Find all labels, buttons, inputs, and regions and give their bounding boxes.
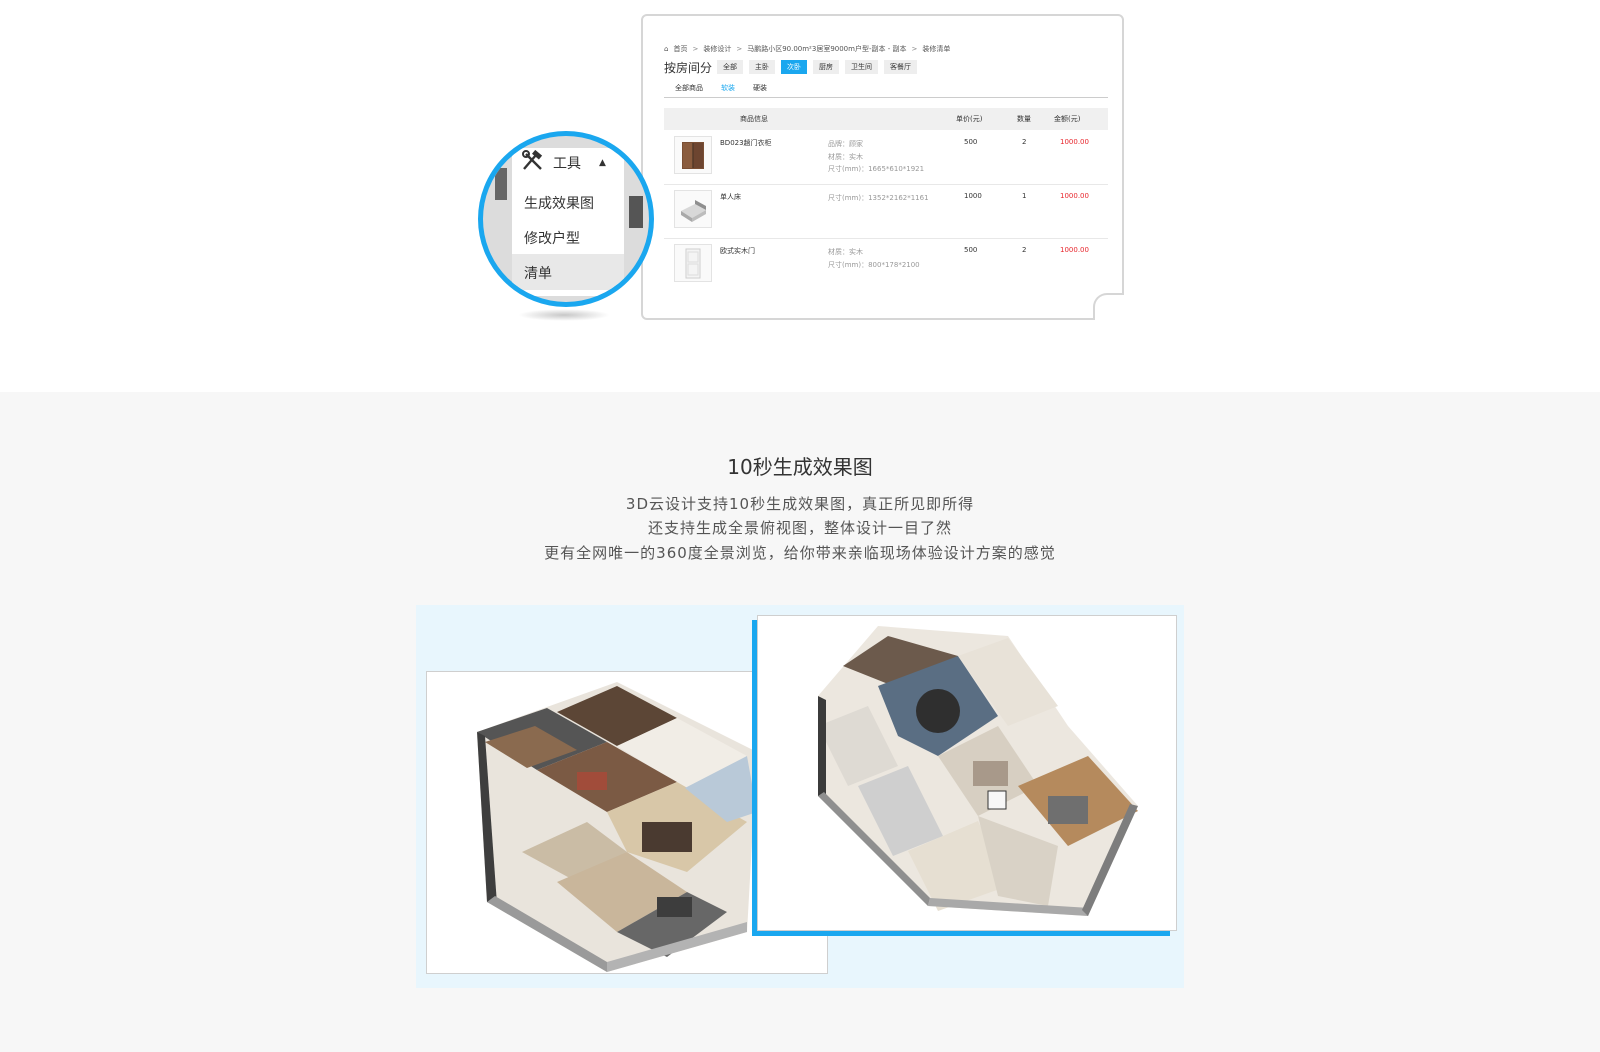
quantity: 2 [1022, 138, 1027, 146]
table-header: 商品信息 单价(元) 数量 金额(元) [664, 108, 1108, 130]
tab-all-products[interactable]: 全部商品 [675, 84, 703, 92]
table-row: 欧式实木门 材质：实木 尺寸(mm)：800*178*2100 500 2 10… [664, 238, 1108, 292]
menu-item-edit-floorplan[interactable]: 修改户型 [524, 231, 580, 247]
spec-line: 尺寸(mm)：800*178*2100 [828, 260, 920, 269]
column-header-qty: 数量 [1017, 115, 1031, 123]
tab-soft-furnishing[interactable]: 软装 [721, 83, 735, 98]
menu-item-generate-render[interactable]: 生成效果图 [524, 196, 594, 212]
breadcrumb-separator: > [736, 45, 743, 53]
tools-menu-header[interactable]: 工具 ▲ [521, 149, 606, 176]
floor-plan-render-left [426, 671, 828, 974]
room-tab-bathroom[interactable]: 卫生间 [845, 60, 878, 74]
room-tab-living-dining[interactable]: 客餐厅 [884, 60, 917, 74]
breadcrumb-separator: > [911, 45, 918, 53]
unit-price: 1000 [964, 192, 982, 200]
amount: 1000.00 [1060, 138, 1089, 146]
spec-line: 尺寸(mm)：1352*2162*1161 [828, 194, 929, 202]
product-name: BD023趟门衣柜 [720, 139, 772, 147]
quantity: 2 [1022, 246, 1027, 254]
spec-line: 品牌：顾家 [828, 140, 863, 148]
spec-line: 尺寸(mm)：1665*610*1921 [828, 165, 925, 173]
section-description-line: 更有全网唯一的360度全景浏览，给你带来亲临现场体验设计方案的感觉 [544, 544, 1056, 562]
tools-label: 工具 [553, 156, 581, 172]
breadcrumb-item[interactable]: 装修设计 [703, 45, 732, 53]
tools-icon [521, 149, 545, 176]
floor-plan-render-right [757, 615, 1177, 931]
magnifier-shadow [518, 309, 610, 321]
door-thumbnail [674, 244, 712, 282]
spec-line: 材质：实木 [828, 152, 863, 161]
inventory-screenshot-card: ⌂ 首页 > 装修设计 > 马鹏路小区90.00m²3居室9000m户型-副本 … [641, 14, 1124, 320]
background-toolbar-fragment [495, 168, 507, 200]
section-heading: 10秒生成效果图 [727, 455, 873, 479]
tab-hard-furnishing[interactable]: 硬装 [753, 84, 767, 92]
product-specs: 尺寸(mm)：1352*2162*1161 [828, 192, 929, 205]
home-icon: ⌂ [664, 45, 669, 53]
background-toolbar-fragment [629, 196, 643, 228]
room-tab-second-bedroom[interactable]: 次卧 [781, 60, 807, 74]
breadcrumb-item[interactable]: 马鹏路小区90.00m²3居室9000m户型-副本 - 副本 [747, 45, 907, 53]
caret-up-icon: ▲ [599, 158, 606, 168]
table-row: BD023趟门衣柜 品牌：顾家 材质：实木 尺寸(mm)：1665*610*19… [664, 130, 1108, 185]
wardrobe-thumbnail [674, 136, 712, 174]
divider [664, 97, 1108, 98]
room-tabs: 全部 主卧 次卧 厨房 卫生间 客餐厅 [717, 60, 917, 74]
unit-price: 500 [964, 138, 978, 146]
column-header-amount: 金额(元) [1054, 115, 1081, 123]
magnifier-circle: 工具 ▲ 生成效果图 修改户型 清单 [478, 131, 654, 307]
product-name: 单人床 [720, 193, 741, 201]
column-header-price: 单价(元) [956, 115, 983, 123]
quantity: 1 [1022, 192, 1027, 200]
menu-item-highlight [512, 254, 624, 290]
amount: 1000.00 [1060, 192, 1089, 200]
breadcrumb-item[interactable]: 首页 [673, 45, 688, 53]
room-tab-all[interactable]: 全部 [717, 60, 743, 74]
product-type-tabs: 全部商品 软装 硬装 [675, 83, 767, 98]
product-specs: 品牌：顾家 材质：实木 尺寸(mm)：1665*610*1921 [828, 138, 924, 176]
product-name: 欧式实木门 [720, 247, 755, 255]
amount: 1000.00 [1060, 246, 1089, 254]
column-header-info: 商品信息 [740, 115, 768, 123]
table-row: 单人床 尺寸(mm)：1352*2162*1161 1000 1 1000.00 [664, 184, 1108, 239]
room-filter-title: 按房间分 [664, 61, 713, 75]
bed-thumbnail [674, 190, 712, 228]
section-description-line: 还支持生成全景俯视图，整体设计一目了然 [647, 519, 952, 537]
menu-item-shopping-list[interactable]: 清单 [524, 266, 552, 282]
spec-line: 材质：实木 [828, 248, 863, 256]
unit-price: 500 [964, 246, 978, 254]
section-description-line: 3D云设计支持10秒生成效果图，真正所见即所得 [625, 495, 975, 513]
page-curl-corner [1093, 293, 1124, 320]
product-specs: 材质：实木 尺寸(mm)：800*178*2100 [828, 246, 920, 271]
room-tab-master-bedroom[interactable]: 主卧 [749, 60, 775, 74]
room-tab-kitchen[interactable]: 厨房 [813, 60, 839, 74]
breadcrumb-separator: > [692, 45, 699, 53]
breadcrumb-item: 装修清单 [922, 45, 951, 53]
breadcrumb: ⌂ 首页 > 装修设计 > 马鹏路小区90.00m²3居室9000m户型-副本 … [664, 44, 950, 54]
